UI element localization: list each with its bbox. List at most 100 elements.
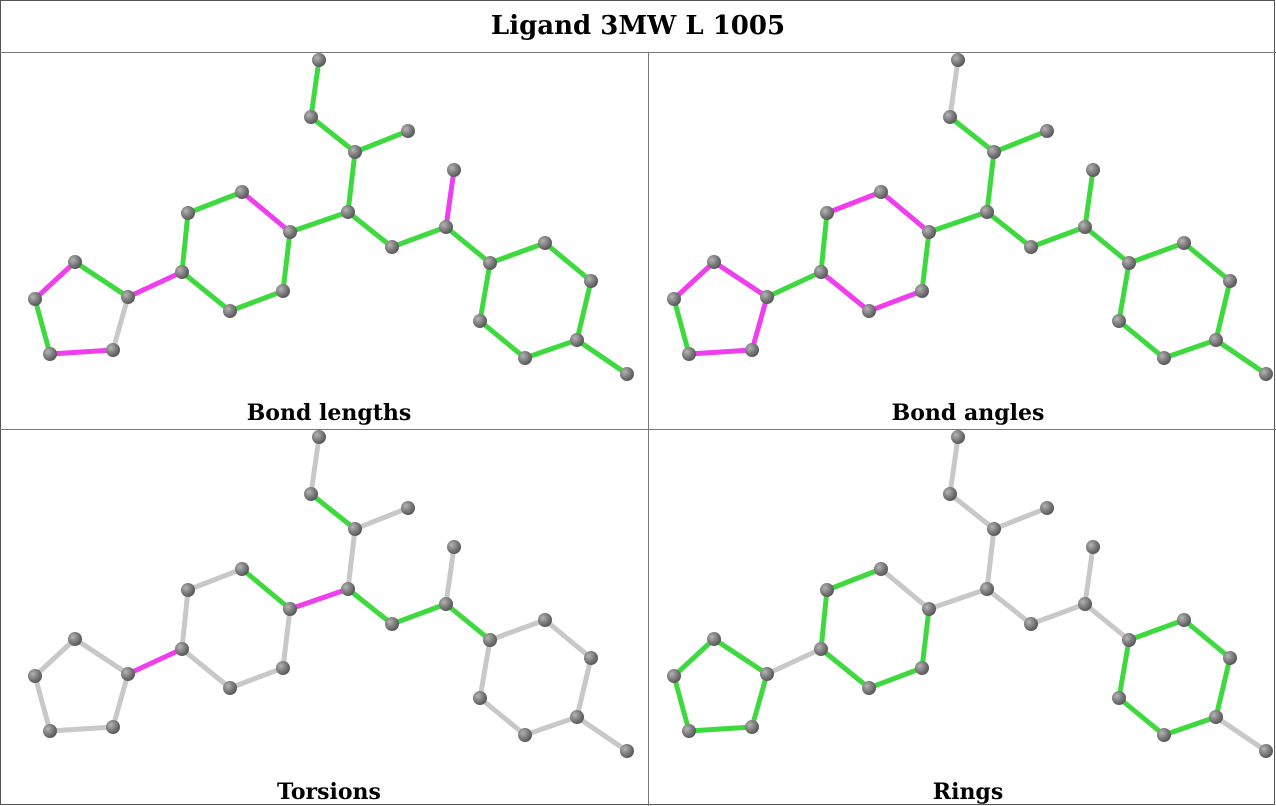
atom	[1078, 220, 1092, 234]
bond	[477, 695, 528, 738]
figure-title: Ligand 3MW L 1005	[490, 11, 786, 41]
caption-torsions: Torsions	[277, 779, 381, 805]
bond	[818, 269, 872, 314]
bond	[47, 347, 116, 357]
molecule-torsions	[28, 430, 634, 758]
atom	[667, 292, 681, 306]
column-divider	[648, 52, 649, 806]
bond	[487, 240, 548, 266]
atom	[401, 501, 415, 515]
atom	[223, 681, 237, 695]
atom	[620, 367, 634, 381]
bond	[239, 189, 293, 235]
bond	[984, 149, 997, 215]
atom	[304, 487, 318, 501]
bond	[1126, 240, 1187, 266]
bond	[686, 347, 755, 357]
bond	[125, 269, 185, 300]
atom	[1086, 163, 1100, 177]
atom	[312, 53, 326, 67]
bond	[443, 601, 493, 643]
bond	[824, 566, 884, 593]
bond	[818, 587, 830, 652]
bond	[1116, 695, 1167, 738]
atom	[1177, 236, 1191, 250]
bond	[711, 259, 770, 300]
atom	[401, 124, 415, 138]
bond	[352, 505, 411, 532]
bond	[1082, 167, 1096, 230]
bond	[110, 671, 131, 730]
panel-bond-angles: Bond angles	[649, 52, 1276, 429]
bond	[1161, 714, 1219, 738]
atom	[584, 274, 598, 288]
bond	[947, 491, 997, 532]
bond	[308, 434, 322, 497]
bond	[125, 646, 185, 677]
bond	[919, 606, 932, 671]
atom	[1223, 274, 1237, 288]
bond	[919, 229, 932, 294]
atom	[121, 290, 135, 304]
bond	[287, 209, 351, 235]
atom	[951, 53, 965, 67]
atom	[439, 220, 453, 234]
bond	[345, 149, 358, 215]
bond	[926, 586, 990, 612]
bond	[984, 209, 1034, 250]
atom	[570, 333, 584, 347]
caption-rings: Rings	[932, 779, 1004, 805]
bond	[1181, 617, 1233, 661]
bond	[443, 167, 457, 230]
bond	[818, 646, 872, 691]
bond	[1161, 337, 1219, 361]
bond	[1082, 601, 1132, 643]
row-divider	[0, 429, 1276, 430]
bond	[179, 269, 233, 314]
bond	[749, 294, 770, 353]
atom	[1078, 597, 1092, 611]
atom	[760, 667, 774, 681]
bond	[671, 673, 692, 734]
atom	[385, 240, 399, 254]
atom	[276, 284, 290, 298]
atom	[106, 720, 120, 734]
atom	[181, 583, 195, 597]
atom	[745, 343, 759, 357]
atom	[175, 642, 189, 656]
bond	[287, 586, 351, 612]
panel-rings: Rings	[649, 429, 1276, 806]
atom	[28, 669, 42, 683]
bond	[926, 209, 990, 235]
caption-bond-angles: Bond angles	[891, 400, 1045, 426]
bond	[179, 210, 191, 275]
atom	[862, 304, 876, 318]
bond	[179, 587, 191, 652]
caption-bond-lengths: Bond lengths	[246, 400, 412, 426]
atom	[1122, 633, 1136, 647]
atom	[980, 205, 994, 219]
bond	[818, 210, 830, 275]
atom	[922, 225, 936, 239]
bond	[1028, 224, 1088, 250]
atom	[276, 661, 290, 675]
bond	[574, 655, 594, 720]
bond	[185, 189, 245, 216]
atom	[538, 236, 552, 250]
atom	[1040, 124, 1054, 138]
atom	[341, 582, 355, 596]
bond	[991, 505, 1050, 532]
atom	[181, 206, 195, 220]
atom	[68, 255, 82, 269]
bond	[1181, 240, 1233, 284]
bond	[522, 337, 580, 361]
bond	[1213, 714, 1269, 754]
bond	[477, 260, 493, 324]
atom	[304, 110, 318, 124]
bond	[345, 209, 395, 250]
atom	[814, 642, 828, 656]
title-divider	[0, 52, 1276, 53]
bond	[1116, 318, 1167, 361]
bond	[72, 636, 131, 677]
